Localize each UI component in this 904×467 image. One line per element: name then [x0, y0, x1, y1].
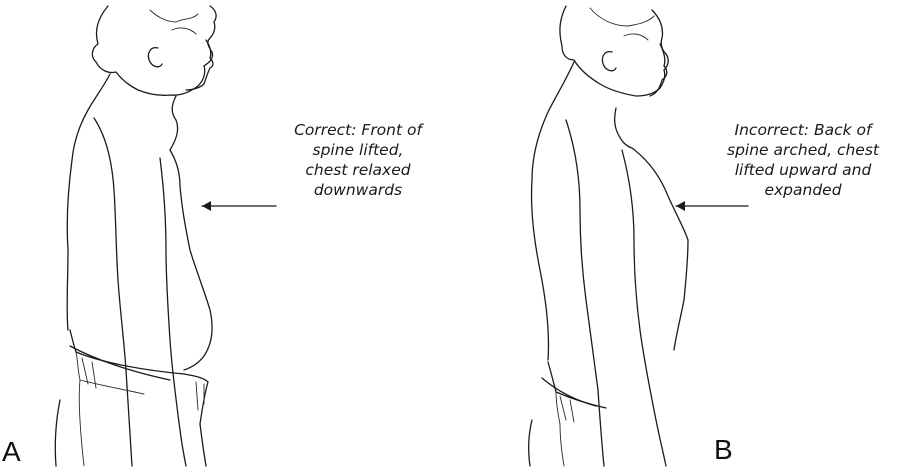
- caption-line: Incorrect: Back of: [698, 120, 904, 140]
- caption-line: chest relaxed: [258, 160, 458, 180]
- figure-a-body: [55, 6, 276, 466]
- caption-line: expanded: [698, 180, 904, 200]
- figure-b-body: [529, 6, 748, 466]
- panel-label-a: A: [2, 438, 21, 466]
- panel-label-b: B: [714, 436, 733, 464]
- caption-line: spine arched, chest: [698, 140, 904, 160]
- caption-line: downwards: [258, 180, 458, 200]
- caption-line: lifted upward and: [698, 160, 904, 180]
- caption-line: Correct: Front of: [258, 120, 458, 140]
- caption-line: spine lifted,: [258, 140, 458, 160]
- caption-incorrect-posture: Incorrect: Back of spine arched, chest l…: [698, 120, 904, 200]
- caption-correct-posture: Correct: Front of spine lifted, chest re…: [258, 120, 458, 200]
